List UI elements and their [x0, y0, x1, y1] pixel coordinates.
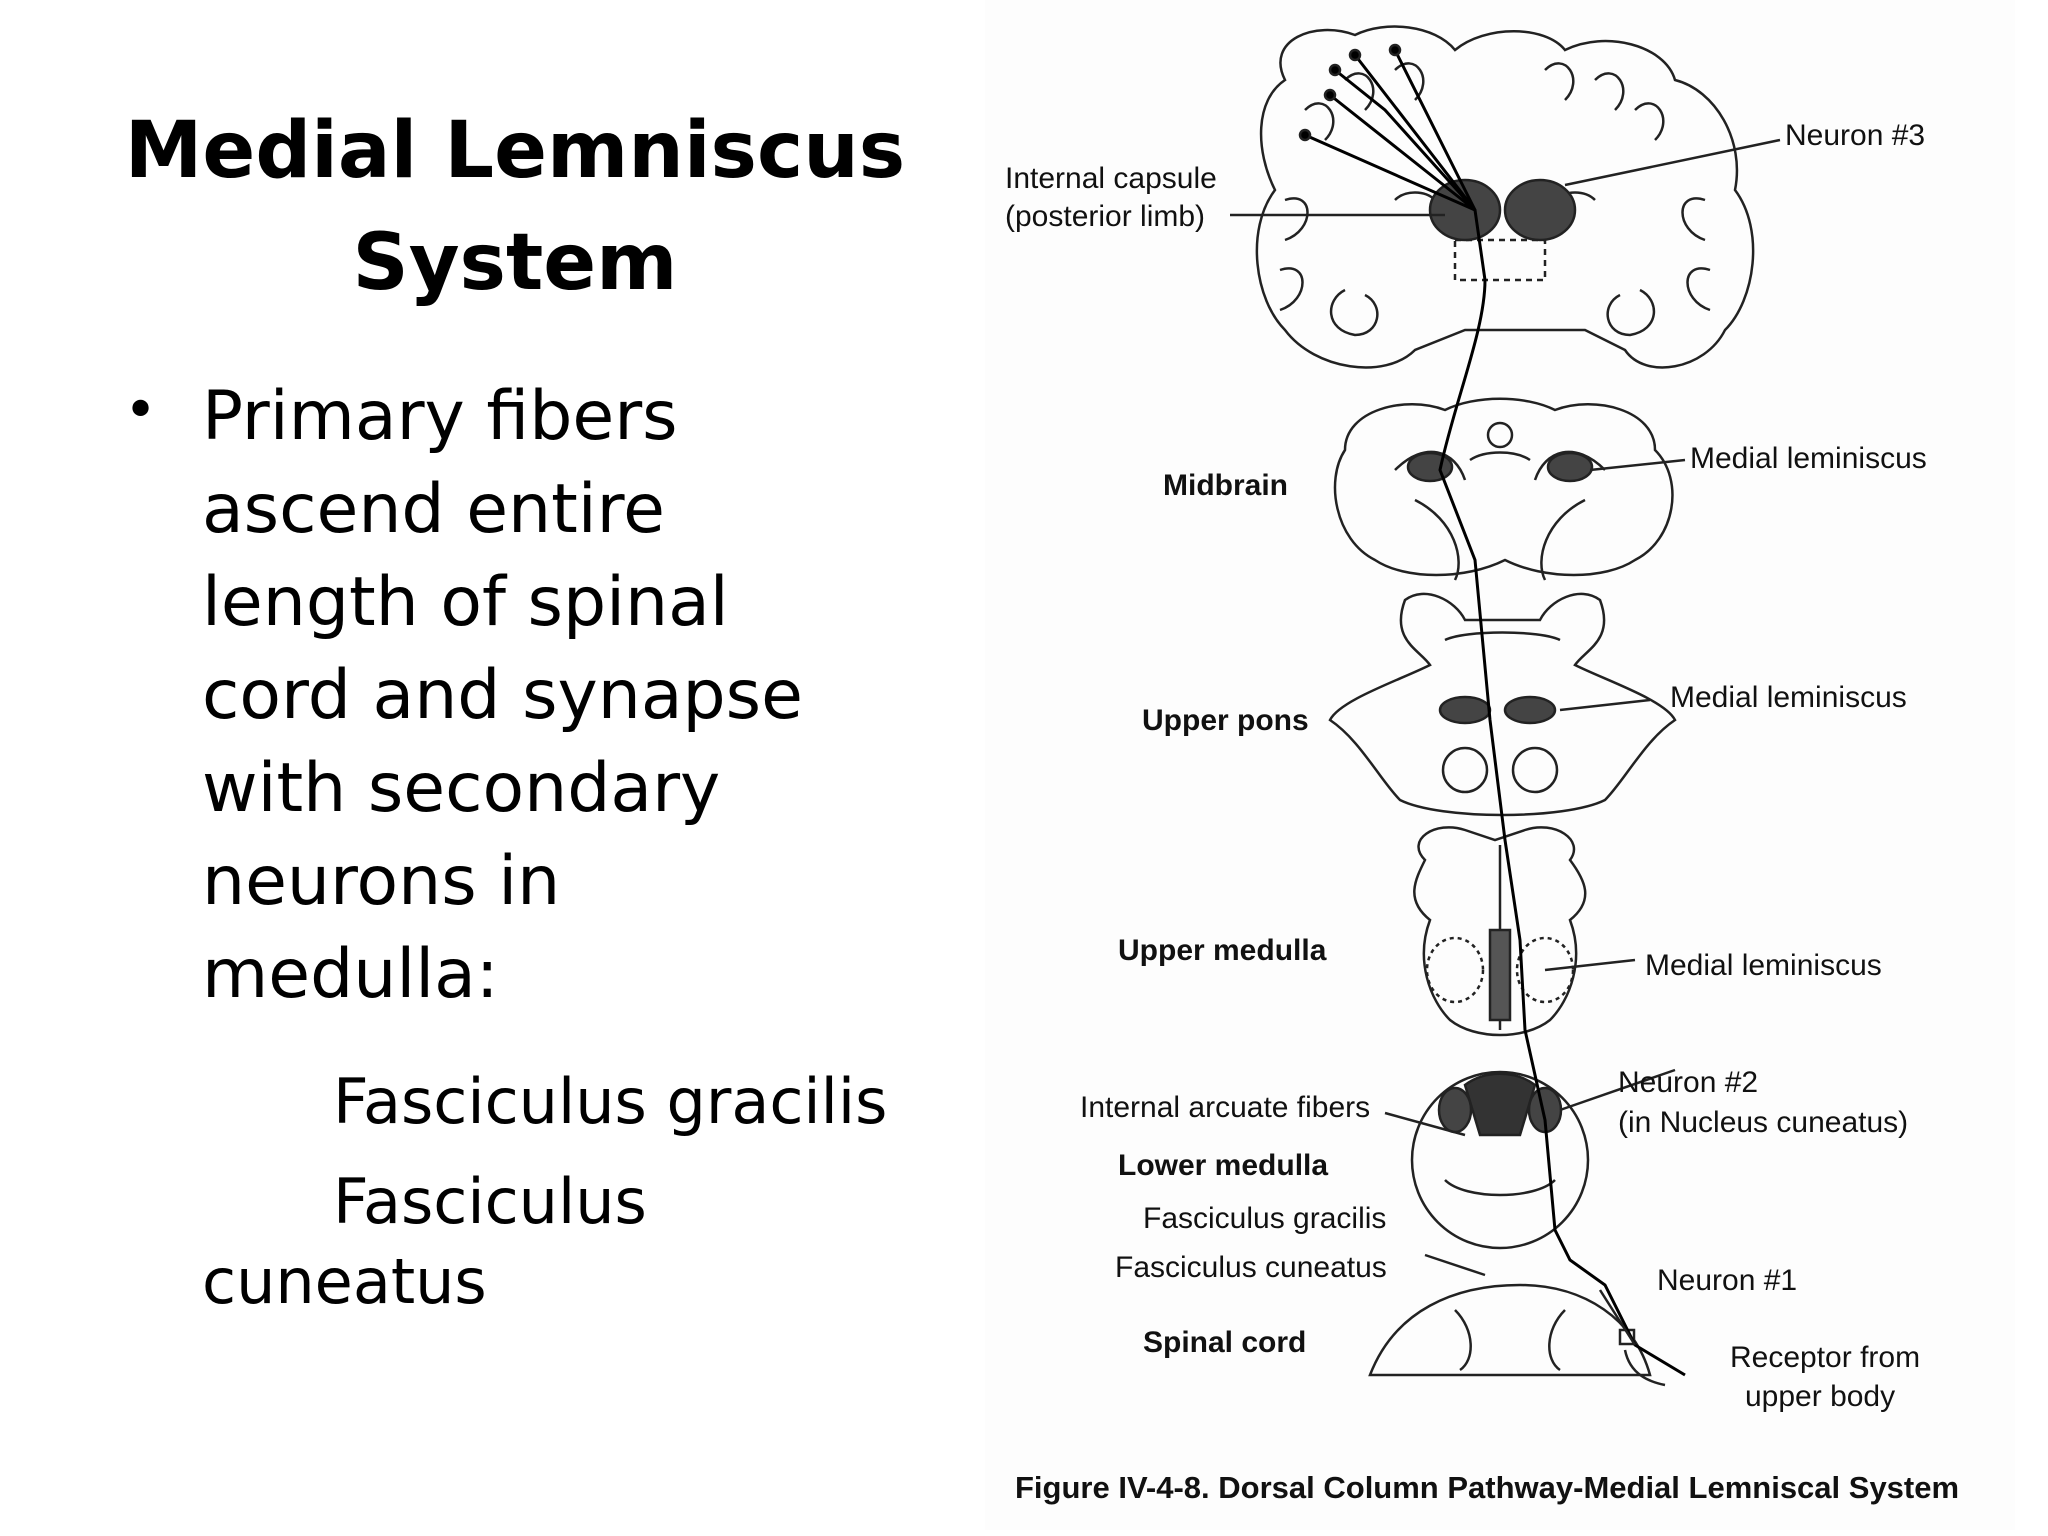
pathway-neuron-line — [1334, 68, 1686, 1377]
label-neuron-2-sub: (in Nucleus cuneatus) — [1618, 1106, 1908, 1139]
bullet-line: length of spinal — [202, 563, 729, 642]
bullet-marker: • — [124, 378, 158, 443]
bullet-line: cord and synapse — [202, 656, 803, 735]
bullet-line: medulla: — [202, 935, 499, 1014]
bullet-line: with secondary — [202, 749, 721, 828]
upper-medulla-illustration — [1413, 826, 1587, 1037]
label-midbrain: Midbrain — [1163, 469, 1288, 502]
label-internal-arcuate: Internal arcuate fibers — [1080, 1091, 1370, 1124]
sub-item-cuneatus-2: cuneatus — [202, 1245, 487, 1318]
sub-item-gracilis: Fasciculus gracilis — [333, 1065, 888, 1138]
cerebrum-illustration — [1255, 25, 1755, 369]
label-receptor-1: Receptor from — [1730, 1341, 1920, 1374]
label-neuron-2: Neuron #2 — [1618, 1066, 1758, 1099]
bullet-line: Primary fibers — [202, 377, 678, 456]
label-lower-medulla: Lower medulla — [1118, 1149, 1328, 1182]
pathway-figure: Internal capsule (posterior limb) Neuron… — [985, 0, 2015, 1530]
bullet-text: Primary fibers ascend entire length of s… — [202, 370, 803, 1021]
label-fasciculus-cuneatus: Fasciculus cuneatus — [1115, 1251, 1387, 1284]
label-upper-medulla: Upper medulla — [1118, 934, 1327, 967]
bullet-line: neurons in — [202, 842, 561, 921]
title-line-2: System — [352, 218, 678, 308]
spinal-cord-illustration — [1368, 1283, 1652, 1377]
sub-item-cuneatus-1: Fasciculus — [333, 1165, 647, 1238]
label-internal-capsule-1: Internal capsule — [1005, 162, 1217, 195]
figure-caption: Figure IV-4-8. Dorsal Column Pathway-Med… — [1015, 1470, 1959, 1505]
lower-medulla-illustration — [1410, 1070, 1590, 1250]
label-fasciculus-gracilis: Fasciculus gracilis — [1143, 1202, 1386, 1235]
label-receptor-2: upper body — [1745, 1380, 1895, 1413]
label-medial-lemniscus-2: Medial leminiscus — [1670, 681, 1907, 714]
pons-illustration — [1328, 592, 1677, 817]
label-medial-lemniscus-1: Medial leminiscus — [1690, 442, 1927, 475]
bullet-line: ascend entire — [202, 470, 665, 549]
midbrain-illustration — [1333, 397, 1674, 581]
label-upper-pons: Upper pons — [1142, 704, 1309, 737]
label-neuron-3: Neuron #3 — [1785, 119, 1925, 152]
label-neuron-1: Neuron #1 — [1657, 1264, 1797, 1297]
label-medial-lemniscus-3: Medial leminiscus — [1645, 949, 1882, 982]
slide-title: Medial Lemniscus System — [120, 95, 910, 319]
label-spinal-cord: Spinal cord — [1143, 1326, 1306, 1359]
pathway-diagram: Internal capsule (posterior limb) Neuron… — [1005, 25, 1959, 1505]
label-internal-capsule-2: (posterior limb) — [1005, 200, 1205, 233]
title-line-1: Medial Lemniscus — [124, 106, 906, 196]
